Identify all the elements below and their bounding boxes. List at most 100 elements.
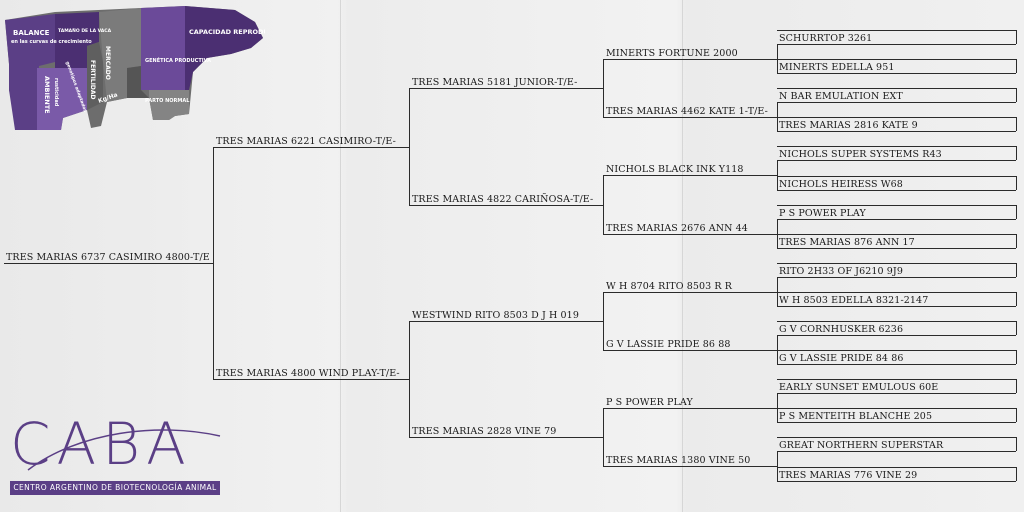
box-top-line — [777, 379, 1016, 380]
box-edge-line — [1016, 321, 1017, 335]
box-edge-line — [1016, 408, 1017, 422]
ancestor-name: P S POWER PLAY — [779, 208, 866, 219]
bracket-line — [777, 451, 778, 481]
box-edge-line — [1016, 30, 1017, 44]
grandparent-name: TRES MARIAS 4822 CARIÑOSA-T/E- — [412, 194, 594, 205]
cow-label-fertilidad: FERTILIDAD — [89, 60, 96, 100]
dam-name: TRES MARIAS 4800 WIND PLAY-T/E- — [216, 368, 400, 379]
great-grandparent-name: TRES MARIAS 1380 VINE 50 — [606, 455, 751, 466]
ancestor-name: SCHURRTOP 3261 — [779, 33, 873, 44]
box-top-line — [777, 437, 1016, 438]
connector-line — [777, 219, 1016, 220]
great-grandparent-name: P S POWER PLAY — [606, 397, 693, 408]
cow-label-mercado: MERCADO — [104, 46, 111, 80]
ancestor-name: P S MENTEITH BLANCHE 205 — [779, 411, 933, 422]
bracket-line — [777, 393, 778, 422]
ancestor-name: MINERTS EDELLA 951 — [779, 62, 895, 73]
bracket-line — [603, 408, 604, 466]
bracket-line — [213, 147, 214, 379]
box-edge-line — [1016, 176, 1017, 190]
swoosh-icon — [27, 429, 221, 471]
connector-line — [777, 73, 1016, 74]
connector-line — [603, 117, 777, 118]
bracket-line — [777, 160, 778, 190]
connector-line — [409, 437, 603, 438]
cow-label-ambiente-sub: rusticidad — [53, 78, 59, 107]
connector-line — [213, 379, 409, 380]
cow-label-parto: PARTO NORMAL — [145, 98, 190, 104]
box-top-line — [777, 88, 1016, 89]
connector-line — [409, 205, 603, 206]
subject-name: TRES MARIAS 6737 CASIMIRO 4800-T/E — [6, 252, 210, 263]
ancestor-name: TRES MARIAS 876 ANN 17 — [779, 237, 915, 248]
box-top-line — [777, 234, 1016, 235]
bracket-line — [777, 277, 778, 306]
sire-name: TRES MARIAS 6221 CASIMIRO-T/E- — [216, 136, 396, 147]
ancestor-name: NICHOLS HEIRESS W68 — [779, 179, 903, 190]
connector-line — [777, 277, 1016, 278]
bracket-line — [777, 219, 778, 248]
connector-line — [409, 321, 603, 322]
bracket-line — [777, 44, 778, 73]
connector-line — [777, 102, 1016, 103]
cow-label-balance: BALANCE — [13, 29, 50, 37]
box-top-line — [777, 408, 1016, 409]
ancestor-name: TRES MARIAS 2816 KATE 9 — [779, 120, 918, 131]
box-edge-line — [1016, 146, 1017, 160]
box-edge-line — [1016, 59, 1017, 73]
connector-line — [603, 234, 777, 235]
connector-line — [603, 59, 777, 60]
box-edge-line — [1016, 379, 1017, 393]
connector-line — [777, 422, 1016, 423]
ancestor-name: NICHOLS SUPER SYSTEMS R43 — [779, 149, 942, 160]
box-edge-line — [1016, 467, 1017, 481]
great-grandparent-name: MINERTS FORTUNE 2000 — [606, 48, 738, 59]
ancestor-name: TRES MARIAS 776 VINE 29 — [779, 470, 918, 481]
box-top-line — [777, 263, 1016, 264]
great-grandparent-name: NICHOLS BLACK INK Y118 — [606, 164, 744, 175]
caba-wordmark: CABA — [10, 410, 192, 478]
bracket-line — [409, 321, 410, 437]
connector-line — [777, 481, 1016, 482]
connector-line — [777, 190, 1016, 191]
cow-label-capacidad: CAPACIDAD REPRODUCTIVA — [189, 28, 265, 36]
caba-subtitle: CENTRO ARGENTINO DE BIOTECNOLOGÍA ANIMAL — [10, 481, 220, 495]
ancestor-name: EARLY SUNSET EMULOUS 60E — [779, 382, 939, 393]
connector-line — [777, 248, 1016, 249]
connector-line — [777, 131, 1016, 132]
box-edge-line — [1016, 292, 1017, 306]
bracket-line — [409, 88, 410, 205]
bracket-line — [777, 102, 778, 131]
connector-line — [777, 160, 1016, 161]
grandparent-name: TRES MARIAS 5181 JUNIOR-T/E- — [412, 77, 578, 88]
bracket-line — [603, 292, 604, 350]
connector-line — [603, 350, 777, 351]
box-top-line — [777, 321, 1016, 322]
bracket-line — [603, 175, 604, 234]
bracket-line — [603, 59, 604, 117]
cow-label-tamano: TAMAÑO DE LA VACA — [58, 27, 112, 34]
ancestor-name: GREAT NORTHERN SUPERSTAR — [779, 440, 944, 451]
caba-logo: CABA CENTRO ARGENTINO DE BIOTECNOLOGÍA A… — [8, 410, 223, 498]
ancestor-name: G V LASSIE PRIDE 84 86 — [779, 353, 904, 364]
connector-line — [603, 175, 777, 176]
connector-line — [4, 263, 213, 264]
page-fold — [682, 0, 683, 512]
connector-line — [777, 335, 1016, 336]
ancestor-name: RITO 2H33 OF J6210 9J9 — [779, 266, 903, 277]
box-top-line — [777, 467, 1016, 468]
connector-line — [777, 306, 1016, 307]
connector-line — [777, 451, 1016, 452]
great-grandparent-name: W H 8704 RITO 8503 R R — [606, 281, 733, 292]
connector-line — [603, 408, 777, 409]
cow-label-balance-sub: en las curvas de crecimiento — [11, 39, 92, 45]
great-grandparent-name: TRES MARIAS 2676 ANN 44 — [606, 223, 748, 234]
box-top-line — [777, 350, 1016, 351]
box-top-line — [777, 117, 1016, 118]
box-edge-line — [1016, 263, 1017, 277]
ancestor-name: G V CORNHUSKER 6236 — [779, 324, 904, 335]
great-grandparent-name: G V LASSIE PRIDE 86 88 — [606, 339, 731, 350]
box-top-line — [777, 205, 1016, 206]
box-top-line — [777, 176, 1016, 177]
